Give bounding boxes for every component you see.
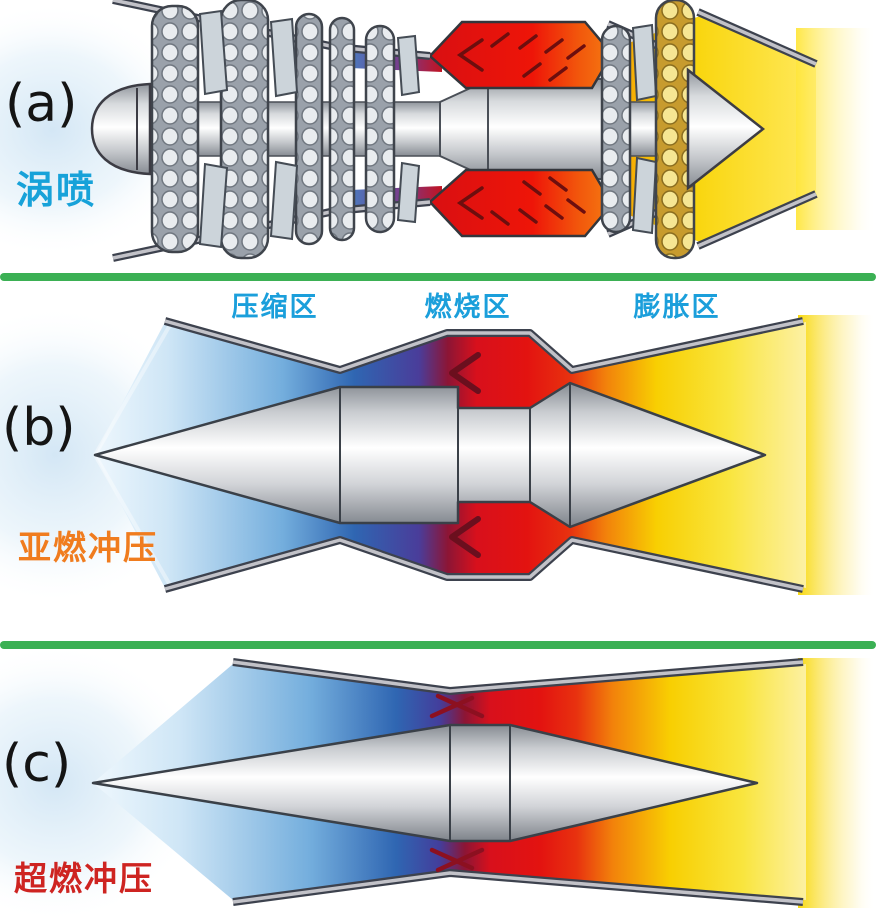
zone-label-compression: 压缩区 [231, 292, 319, 322]
engine-cowl [163, 317, 804, 593]
green-divider-1 [0, 273, 876, 281]
zone-label-combustion: 燃烧区 [424, 292, 512, 322]
panel-b-tag: (b) [2, 398, 76, 458]
panel-c-label: 超燃冲压 [14, 860, 154, 897]
ramjet-schematic-drawing [0, 305, 876, 605]
flame-holder-marks [456, 32, 586, 226]
panel-a-label: 涡喷 [16, 170, 97, 212]
shock-marks [429, 693, 485, 873]
green-divider-2 [0, 641, 876, 649]
engine-cowl [232, 658, 804, 906]
panel-c-tag: (c) [2, 734, 72, 794]
center-body [91, 723, 759, 843]
turbojet-cutaway-drawing [0, 0, 876, 262]
panel-scramjet: (c) 超燃冲压 [0, 650, 876, 920]
combustion-chamber [428, 20, 614, 238]
panel-a-tag: (a) [5, 74, 78, 134]
panel-ramjet: 压缩区 燃烧区 膨胀区 (b) 亚燃冲压 [0, 281, 876, 642]
exhaust-plume [798, 658, 876, 908]
scramjet-schematic-drawing [0, 650, 876, 920]
center-body [93, 381, 767, 529]
inlet-spinner [90, 82, 152, 176]
flame-holders [449, 352, 481, 558]
panel-b-label: 亚燃冲压 [18, 529, 158, 566]
exhaust-nozzle-cone [686, 67, 766, 191]
stator-vanes [198, 9, 658, 249]
exhaust-plume [798, 315, 876, 595]
shock-wedge-lines [93, 324, 172, 586]
panel-turbojet: (a) 涡喷 [0, 0, 876, 273]
zone-label-expansion: 膨胀区 [633, 292, 721, 322]
compressor-rotors [150, 0, 396, 260]
